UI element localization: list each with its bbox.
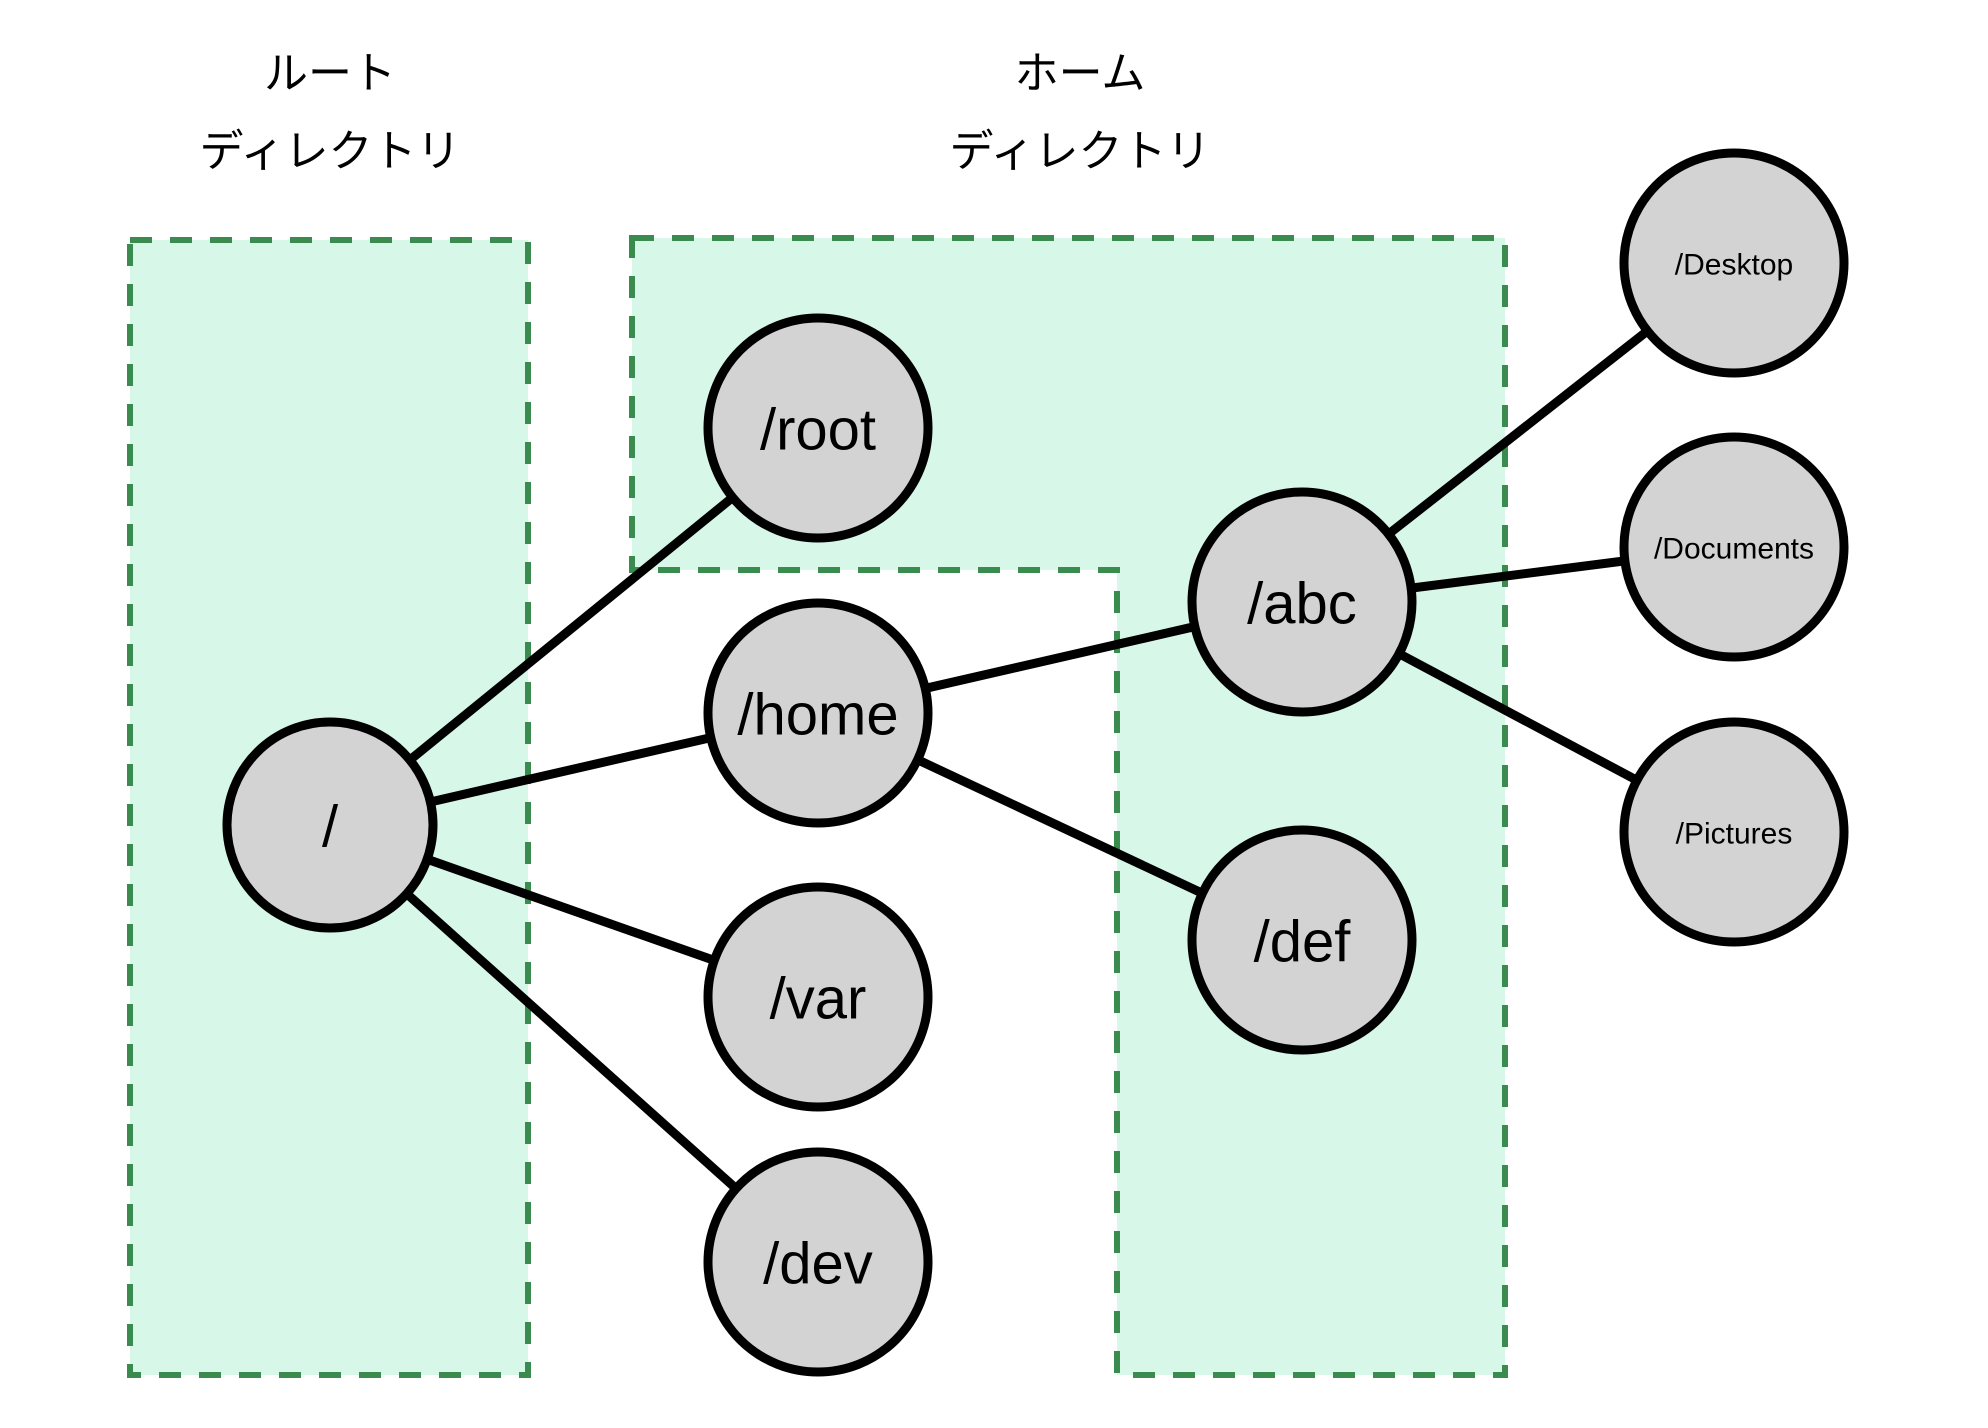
root-directory-region-label-line: ディレクトリ	[200, 126, 461, 177]
node-root[interactable]: /	[222, 717, 438, 933]
node-abc[interactable]: /abc	[1187, 487, 1417, 717]
node-root-label: /	[322, 795, 339, 860]
node-abc-label: /abc	[1247, 572, 1357, 637]
edge-home-to-abc	[916, 621, 1204, 694]
node-root-circle[interactable]	[222, 717, 438, 933]
root-directory-region-label: ルートディレクトリ	[200, 48, 461, 177]
edge-root-to-root-home	[402, 490, 741, 768]
home-directory-region-label-line: ホーム	[1015, 48, 1146, 99]
node-home-label: /home	[737, 683, 898, 748]
node-pictures-circle[interactable]	[1619, 717, 1849, 947]
edge-root-to-home	[421, 732, 720, 808]
node-def-label: /def	[1254, 910, 1352, 975]
node-var[interactable]: /var	[703, 882, 933, 1112]
node-var-label: /var	[770, 967, 867, 1032]
nodes-layer: / /root/home/var/dev/abc/def/Desktop/Docu…	[222, 148, 1849, 1377]
edge-home-to-def	[909, 753, 1211, 900]
node-documents-label: /Documents	[1654, 533, 1814, 566]
edge-abc-to-pictures	[1391, 647, 1645, 787]
node-pictures-label: /Pictures	[1676, 818, 1793, 851]
edge-abc-to-desktop	[1380, 323, 1656, 542]
node-def[interactable]: /def	[1187, 825, 1417, 1055]
node-dev[interactable]: /dev	[703, 1147, 933, 1377]
node-home-circle[interactable]	[703, 598, 933, 828]
node-var-circle[interactable]	[703, 882, 933, 1112]
node-pictures[interactable]: /Pictures	[1619, 717, 1849, 947]
edge-abc-to-documents	[1402, 555, 1634, 594]
home-directory-region-label: ホームディレクトリ	[950, 48, 1211, 177]
home-directory-region-label-line: ディレクトリ	[950, 126, 1211, 177]
node-desktop[interactable]: /Desktop	[1619, 148, 1849, 378]
node-dev-label: /dev	[763, 1232, 873, 1297]
node-desktop-circle[interactable]	[1619, 148, 1849, 378]
edges-layer	[399, 323, 1656, 1196]
node-root-home-label: /root	[760, 398, 876, 463]
node-dev-circle[interactable]	[703, 1147, 933, 1377]
node-home[interactable]: /home	[703, 598, 933, 828]
node-def-circle[interactable]	[1187, 825, 1417, 1055]
node-documents-circle[interactable]	[1619, 432, 1849, 662]
edge-root-to-dev	[399, 886, 744, 1196]
root-directory-region-label-line: ルート	[264, 48, 396, 99]
node-abc-circle[interactable]	[1187, 487, 1417, 717]
edge-root-to-var	[418, 853, 723, 967]
node-root-home[interactable]: /root	[703, 313, 933, 543]
node-root-home-circle[interactable]	[703, 313, 933, 543]
node-documents[interactable]: /Documents	[1619, 432, 1849, 662]
node-desktop-label: /Desktop	[1675, 249, 1793, 282]
